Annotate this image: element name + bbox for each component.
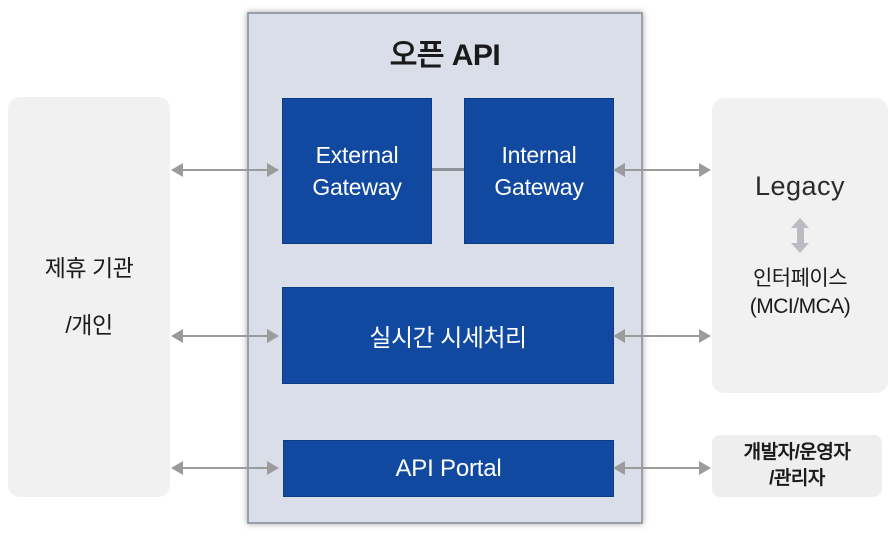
open-api-container: 오픈 API External Gateway Internal Gateway… (247, 12, 643, 524)
developer-panel-line1: 개발자/운영자 (743, 442, 851, 464)
partner-panel: 제휴 기관 /개인 (8, 97, 170, 497)
internal-gateway-box: Internal Gateway (464, 98, 614, 244)
vertical-double-arrow-icon (791, 217, 809, 253)
api-portal-box: API Portal (283, 440, 614, 497)
legacy-panel: Legacy 인터페이스 (MCI/MCA) (712, 98, 888, 393)
arrow-gateway-legacy (613, 163, 711, 177)
open-api-title: 오픈 API (389, 39, 501, 72)
legacy-interface-line2: (MCI/MCA) (749, 294, 851, 318)
arrow-portal-developer (613, 461, 711, 475)
developer-panel-line2: /관리자 (769, 468, 825, 489)
api-portal-label: API Portal (395, 454, 502, 482)
arrow-down-head (791, 242, 809, 253)
external-gateway-box: External Gateway (282, 98, 432, 244)
developer-panel: 개발자/운영자 /관리자 (712, 435, 882, 497)
gateway-connector-line (432, 168, 464, 171)
partner-panel-line2: /개인 (65, 312, 113, 338)
legacy-interface-line1: 인터페이스 (752, 266, 848, 290)
arrow-partner-portal (171, 461, 279, 475)
arrow-shaft (796, 227, 804, 243)
legacy-title: Legacy (754, 170, 846, 201)
internal-gateway-label-line1: Internal (501, 141, 577, 168)
realtime-quote-label: 실시간 시세처리 (369, 325, 527, 352)
arrow-realtime-legacy (613, 329, 711, 343)
external-gateway-label-line1: External (315, 141, 399, 168)
internal-gateway-label-line2: Gateway (494, 174, 584, 200)
arrow-up-head (791, 217, 809, 228)
partner-panel-line1: 제휴 기관 (44, 255, 134, 281)
arrow-partner-gateway (171, 163, 279, 177)
realtime-quote-box: 실시간 시세처리 (282, 287, 614, 384)
external-gateway-label-line2: Gateway (312, 174, 402, 200)
arrow-partner-realtime (171, 329, 279, 343)
